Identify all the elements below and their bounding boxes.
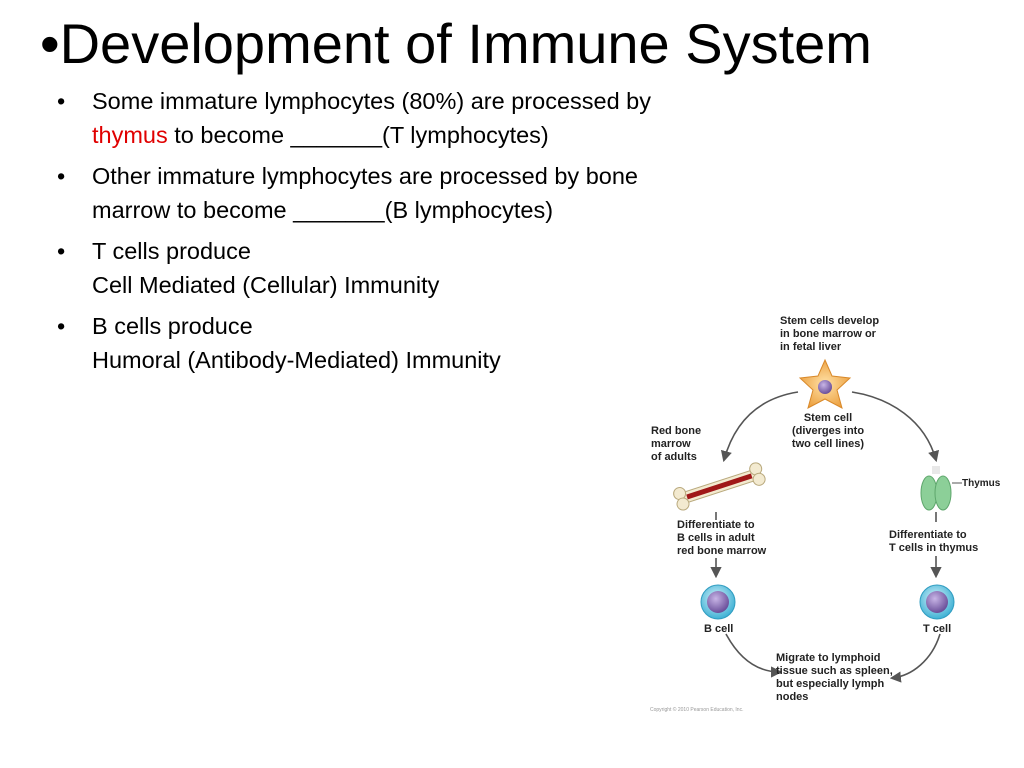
bullet-text: Some immature lymphocytes (80%) are proc… [92, 88, 651, 114]
bone-icon [673, 462, 766, 511]
bullet-item: • B cells produce Humoral (Antibody-Medi… [50, 309, 790, 377]
label-migrate: Migrate to lymphoid tissue such as splee… [776, 652, 893, 703]
lymphocyte-development-diagram: Stem cells develop in bone marrow or in … [640, 300, 1000, 720]
bullet-item: • Other immature lymphocytes are process… [50, 159, 790, 227]
bullet-text: T cells produce [92, 238, 251, 264]
bullet-text-line2: Cell Mediated (Cellular) Immunity [92, 272, 440, 298]
label-diff-b: Differentiate to B cells in adult red bo… [677, 519, 767, 557]
arrow-tcell-to-lymph [889, 633, 941, 683]
arrow-stem-to-thymus [851, 391, 940, 463]
label-diff-t: Differentiate to T cells in thymus [889, 529, 979, 554]
stem-cell-icon [798, 358, 852, 409]
bullet-item: • Some immature lymphocytes (80%) are pr… [50, 84, 790, 152]
bullet-text-line2: Humoral (Antibody-Mediated) Immunity [92, 347, 501, 373]
label-stem-develop: Stem cells develop in bone marrow or in … [780, 315, 880, 353]
label-stem-cell: Stem cell (diverges into two cell lines) [791, 412, 865, 450]
label-b-cell: B cell [704, 623, 734, 635]
b-cell-icon [700, 584, 736, 620]
bullet-item: • T cells produce Cell Mediated (Cellula… [50, 234, 790, 302]
bullet-text-line2: marrow to become _______(B lymphocytes) [92, 197, 554, 223]
label-red-bone-marrow: Red bone marrow of adults [651, 425, 702, 463]
copyright-text: Copyright © 2010 Pearson Education, Inc. [650, 707, 744, 713]
bullet-list: • Some immature lymphocytes (80%) are pr… [50, 84, 790, 384]
diagram-graphics [673, 358, 962, 683]
bullet-text: Other immature lymphocytes are processed… [92, 163, 638, 189]
thymus-icon [920, 466, 962, 511]
label-t-cell: T cell [923, 623, 952, 635]
t-cell-icon [919, 584, 955, 620]
arrow-bcell-to-lymph [725, 633, 783, 678]
bullet-marker: • [57, 313, 66, 339]
slide-title: •Development of Immune System [40, 12, 872, 75]
bullet-marker: • [57, 163, 66, 189]
bullet-marker: • [57, 88, 66, 114]
bullet-text: B cells produce [92, 313, 253, 339]
label-thymus: Thymus [962, 478, 1001, 489]
bullet-marker: • [57, 238, 66, 264]
arrow-stem-to-bone [720, 391, 799, 463]
bullet-text-rest: to become _______(T lymphocytes) [167, 122, 549, 148]
thymus-highlight: thymus [92, 122, 168, 148]
bullet-text-line2: thymus to become _______(T lymphocytes) [92, 118, 790, 152]
